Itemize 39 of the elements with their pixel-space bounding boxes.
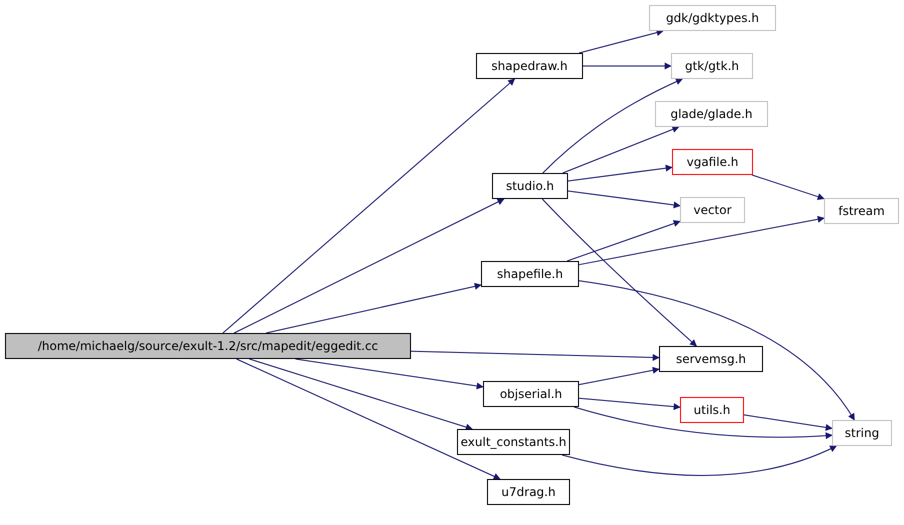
arrow <box>578 280 855 421</box>
file-box: vector <box>680 197 745 223</box>
file-box: gdk/gdktypes.h <box>649 5 776 31</box>
file-box: shapedraw.h <box>476 53 583 79</box>
arrow <box>744 414 833 431</box>
arrow <box>248 358 473 430</box>
arrow <box>542 78 683 174</box>
arrow <box>578 366 660 386</box>
file-box: shapefile.h <box>481 261 579 287</box>
arrow <box>410 350 660 361</box>
arrow <box>752 174 825 200</box>
arrow <box>542 198 697 346</box>
arrow <box>582 62 672 70</box>
file-box: vgafile.h <box>672 149 753 175</box>
arrow <box>266 282 482 334</box>
file-box: /home/michaelg/source/exult-1.2/src/mapedit/eggedit.cc <box>5 333 411 359</box>
arrow <box>578 398 681 410</box>
file-box: studio.h <box>492 173 568 199</box>
file-box: objserial.h <box>483 381 579 407</box>
arrow <box>234 198 504 334</box>
file-box: gtk/gtk.h <box>671 53 753 79</box>
file-box: servemsg.h <box>659 346 763 372</box>
arrow <box>574 406 833 440</box>
arrow <box>562 445 838 476</box>
arrow <box>568 190 681 208</box>
arrow <box>236 358 501 480</box>
arrow <box>568 164 673 182</box>
file-box: glade/glade.h <box>655 101 768 127</box>
file-box: fstream <box>824 198 899 224</box>
arrow <box>566 220 681 262</box>
arrow <box>294 358 484 390</box>
arrow <box>562 126 680 174</box>
file-box: utils.h <box>680 397 744 423</box>
file-box: string <box>832 420 892 446</box>
arrow <box>578 29 664 54</box>
file-box: u7drag.h <box>487 479 570 505</box>
file-box: exult_constants.h <box>457 429 570 455</box>
arrow <box>578 216 825 266</box>
arrow <box>222 78 516 334</box>
